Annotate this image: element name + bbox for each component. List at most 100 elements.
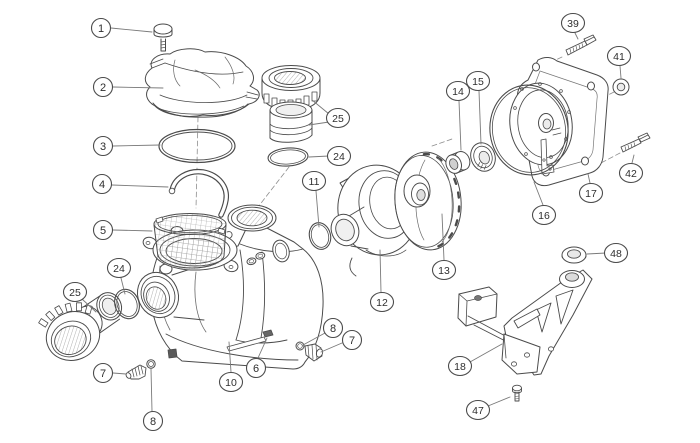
callout-bubble <box>142 410 164 432</box>
callout-number: 7 <box>349 335 355 347</box>
callout-bubble <box>301 170 327 192</box>
callout-leader-line <box>315 190 320 228</box>
callout-number: 13 <box>438 265 450 277</box>
callout-bubble <box>326 145 352 167</box>
part-oring-24-top <box>267 147 309 167</box>
callout-number: 5 <box>100 225 106 237</box>
callout-bubble <box>445 80 471 102</box>
part-bolt-39 <box>565 34 597 56</box>
part-seal-seat-15 <box>470 142 496 172</box>
callout-bubble <box>431 259 457 281</box>
part-washer-41 <box>612 78 630 96</box>
callout-number: 16 <box>538 210 550 222</box>
callout-bubble <box>218 371 244 393</box>
part-basket-handle-4 <box>168 168 229 218</box>
callout-bubble <box>369 291 395 313</box>
callout-bubble <box>531 204 557 226</box>
callout-14: 14 <box>445 80 471 151</box>
callout-leader-line <box>228 341 232 373</box>
callout-leader-line <box>120 277 126 295</box>
callout-number: 41 <box>613 51 625 63</box>
callout-41: 41 <box>606 45 632 79</box>
callout-leader-line <box>112 144 161 147</box>
callout-7: 7 <box>320 329 363 353</box>
callout-number: 8 <box>330 323 336 335</box>
callout-17: 17 <box>578 173 604 204</box>
callout-bubble <box>447 355 473 377</box>
callout-leader-line <box>631 154 635 164</box>
callout-leader-line <box>150 368 153 412</box>
part-oring-11 <box>308 222 332 250</box>
callout-5: 5 <box>92 219 153 241</box>
callout-7: 7 <box>92 362 127 384</box>
part-motor-bracket-18 <box>457 269 593 376</box>
callout-leader-line <box>441 213 445 261</box>
callout-leader-line <box>311 99 330 115</box>
callout-bubble <box>92 135 114 157</box>
callout-13: 13 <box>431 213 457 281</box>
callout-number: 25 <box>69 287 81 299</box>
part-plug-oring-8-left <box>146 359 156 369</box>
callout-leader-line <box>458 100 462 151</box>
callout-number: 42 <box>625 168 637 180</box>
callout-leader-line <box>587 173 591 184</box>
callout-1: 1 <box>90 17 153 39</box>
callout-bubble <box>90 17 112 39</box>
callout-bubble <box>91 173 113 195</box>
callout-25: 25 <box>62 281 97 313</box>
callout-bubble <box>322 317 344 339</box>
part-screw-47 <box>512 384 522 402</box>
callout-number: 8 <box>150 416 156 428</box>
callout-number: 6 <box>253 363 259 375</box>
callout-leader-line <box>487 396 511 407</box>
callout-leader-line <box>110 27 153 33</box>
part-union-25-left <box>38 292 123 361</box>
callout-bubble <box>618 162 644 184</box>
callout-number: 47 <box>472 405 484 417</box>
part-strainer-basket-5 <box>153 213 233 269</box>
callout-11: 11 <box>301 170 327 228</box>
callout-number: 1 <box>98 23 104 35</box>
callout-leader-line <box>379 249 382 293</box>
callout-number: 25 <box>332 113 344 125</box>
callout-leader-line <box>257 337 268 359</box>
callout-number: 48 <box>610 248 622 260</box>
part-lid-2 <box>144 48 260 118</box>
callout-24: 24 <box>106 257 132 295</box>
part-plug-oring-8-right <box>295 341 305 351</box>
discharge-collar <box>227 204 277 232</box>
callout-bubble <box>92 362 114 384</box>
callout-number: 24 <box>113 263 125 275</box>
callout-2: 2 <box>92 76 164 98</box>
callout-47: 47 <box>465 396 511 421</box>
callout-layer: 1234567810871112131415161718242524253941… <box>62 12 644 432</box>
callout-8: 8 <box>142 368 164 432</box>
callout-number: 12 <box>376 297 388 309</box>
callout-leader-line <box>111 184 169 188</box>
callout-leader-line <box>320 342 343 353</box>
callout-number: 17 <box>585 188 597 200</box>
callout-leader-line <box>308 155 330 158</box>
callout-leader-line <box>469 343 503 363</box>
callout-25: 25 <box>308 99 351 129</box>
callout-leader-line <box>112 372 127 375</box>
callout-number: 4 <box>99 179 105 191</box>
callout-leader-line <box>112 229 153 232</box>
callout-leader-line <box>574 32 579 40</box>
part-washer-48 <box>561 246 587 264</box>
callout-8: 8 <box>302 317 344 346</box>
callout-bubble <box>325 107 351 129</box>
callout-bubble <box>62 281 88 303</box>
part-union-25-top <box>261 65 321 143</box>
callout-number: 24 <box>333 151 345 163</box>
callout-leader-line <box>302 332 326 346</box>
callout-bubble <box>606 45 632 67</box>
callout-18: 18 <box>447 343 503 377</box>
callout-4: 4 <box>91 173 169 195</box>
part-motor-flange-17 <box>509 57 609 187</box>
callout-10: 10 <box>218 341 244 393</box>
callout-bubble <box>106 257 132 279</box>
callout-bubble <box>245 357 267 379</box>
callout-15: 15 <box>465 70 491 145</box>
part-knob-1 <box>153 23 173 52</box>
